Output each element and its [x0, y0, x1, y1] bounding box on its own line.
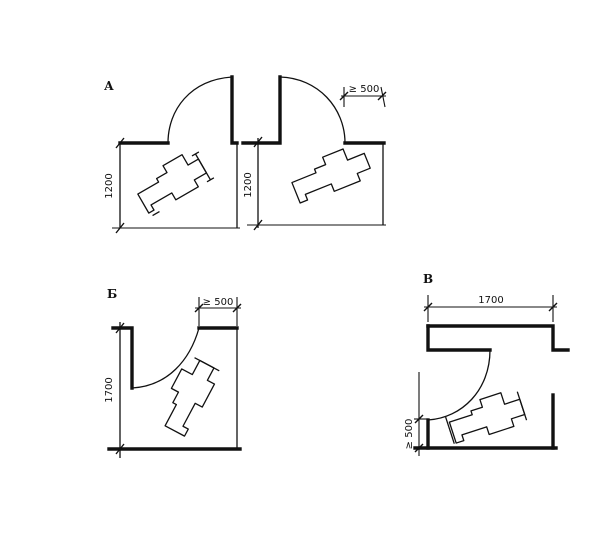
dim-tick	[423, 302, 433, 312]
variant-c: В 1700 ≥ 500	[404, 272, 570, 456]
variant-a-left-room: 1200	[104, 75, 240, 234]
dim-clearance-label: ≥ 500	[404, 419, 415, 450]
variant-b-label: Б	[107, 287, 117, 301]
door-swing-arc	[427, 349, 491, 421]
wall	[230, 75, 239, 145]
dim-tick	[115, 322, 125, 334]
variant-a-label: А	[104, 79, 114, 93]
door-swing-arc	[279, 76, 346, 144]
dim-tick	[194, 303, 204, 313]
wall	[426, 324, 492, 352]
dim-width-label: 1700	[478, 295, 503, 306]
dim-extension-line	[380, 86, 386, 108]
dim-clearance-label: ≥ 500	[203, 297, 234, 308]
dim-clearance-label: ≥ 500	[349, 84, 380, 95]
wall	[111, 326, 134, 390]
dim-tick	[377, 91, 387, 101]
wall	[241, 75, 282, 145]
door-swing-arc	[167, 76, 233, 144]
dim-height-label: 1200	[104, 173, 115, 198]
dim-tick	[115, 222, 125, 234]
wheelchair-icon	[164, 357, 220, 437]
dim-tick	[548, 302, 558, 312]
dim-tick	[339, 91, 349, 101]
wall	[426, 324, 570, 352]
dim-tick	[253, 136, 263, 148]
dim-tick	[414, 443, 424, 453]
dim-height-label: 1700	[104, 377, 115, 402]
dim-tick	[115, 443, 125, 455]
dim-tick	[414, 414, 424, 424]
dim-tick	[232, 303, 242, 313]
wheelchair-icon	[445, 391, 528, 444]
wheelchair-icon	[291, 148, 371, 204]
variant-c-label: В	[423, 272, 433, 286]
dim-tick	[115, 137, 125, 149]
dim-height-label: 1200	[243, 172, 254, 197]
variant-a-right-room: 1200 ≥ 500	[241, 75, 387, 231]
variant-a: А 1200	[104, 75, 387, 234]
dim-tick	[253, 219, 263, 231]
variant-b: Б 1700 ≥ 500	[104, 287, 242, 458]
door-swing-arc	[131, 327, 200, 389]
wheelchair-icon	[137, 151, 215, 217]
